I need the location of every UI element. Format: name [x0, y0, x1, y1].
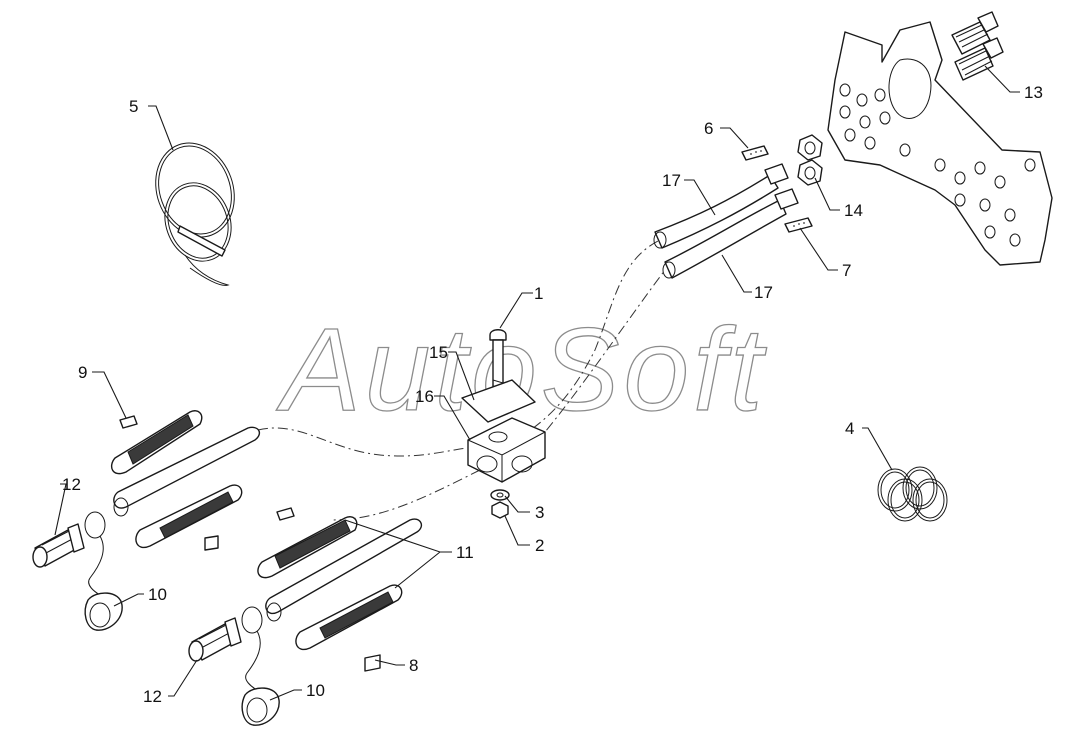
lower-hose-set	[257, 507, 423, 672]
callout-10-upper: 10	[148, 585, 167, 604]
hose-clamps	[741, 145, 813, 233]
mounting-plate	[827, 21, 1053, 266]
callout-8: 8	[409, 656, 418, 675]
callout-3: 3	[535, 503, 544, 522]
callout-1: 1	[534, 284, 543, 303]
callout-5: 5	[129, 97, 138, 116]
cable-tie	[155, 142, 235, 286]
callout-10-lower: 10	[306, 681, 325, 700]
callout-4: 4	[845, 419, 854, 438]
callout-17-lower: 17	[754, 283, 773, 302]
retaining-rings	[877, 466, 948, 522]
threaded-adapters	[951, 11, 1004, 81]
callout-13: 13	[1024, 83, 1043, 102]
callout-9: 9	[78, 363, 87, 382]
callout-15: 15	[429, 343, 448, 362]
callout-7: 7	[842, 261, 851, 280]
hydraulic-hoses	[653, 163, 799, 279]
callout-12-upper: 12	[62, 475, 81, 494]
lock-nuts	[797, 134, 823, 186]
callout-12-lower: 12	[143, 687, 162, 706]
clamp-block-assembly	[461, 329, 546, 519]
callout-labels: 1 2 3 4 5 6 7 8 9 10 10 11 12 12 13 14 1…	[62, 83, 1043, 706]
dust-caps	[84, 511, 280, 726]
callout-6: 6	[704, 119, 713, 138]
callout-leaders	[54, 65, 1020, 701]
upper-hose-set	[111, 410, 261, 551]
callout-2: 2	[535, 536, 544, 555]
plate-holes	[839, 83, 1036, 247]
quick-couplings	[32, 523, 242, 662]
callout-14: 14	[844, 201, 863, 220]
callout-11: 11	[456, 543, 474, 562]
callout-17-upper: 17	[662, 171, 681, 190]
watermark-text: AutoSoft	[276, 304, 767, 436]
callout-16: 16	[415, 387, 434, 406]
